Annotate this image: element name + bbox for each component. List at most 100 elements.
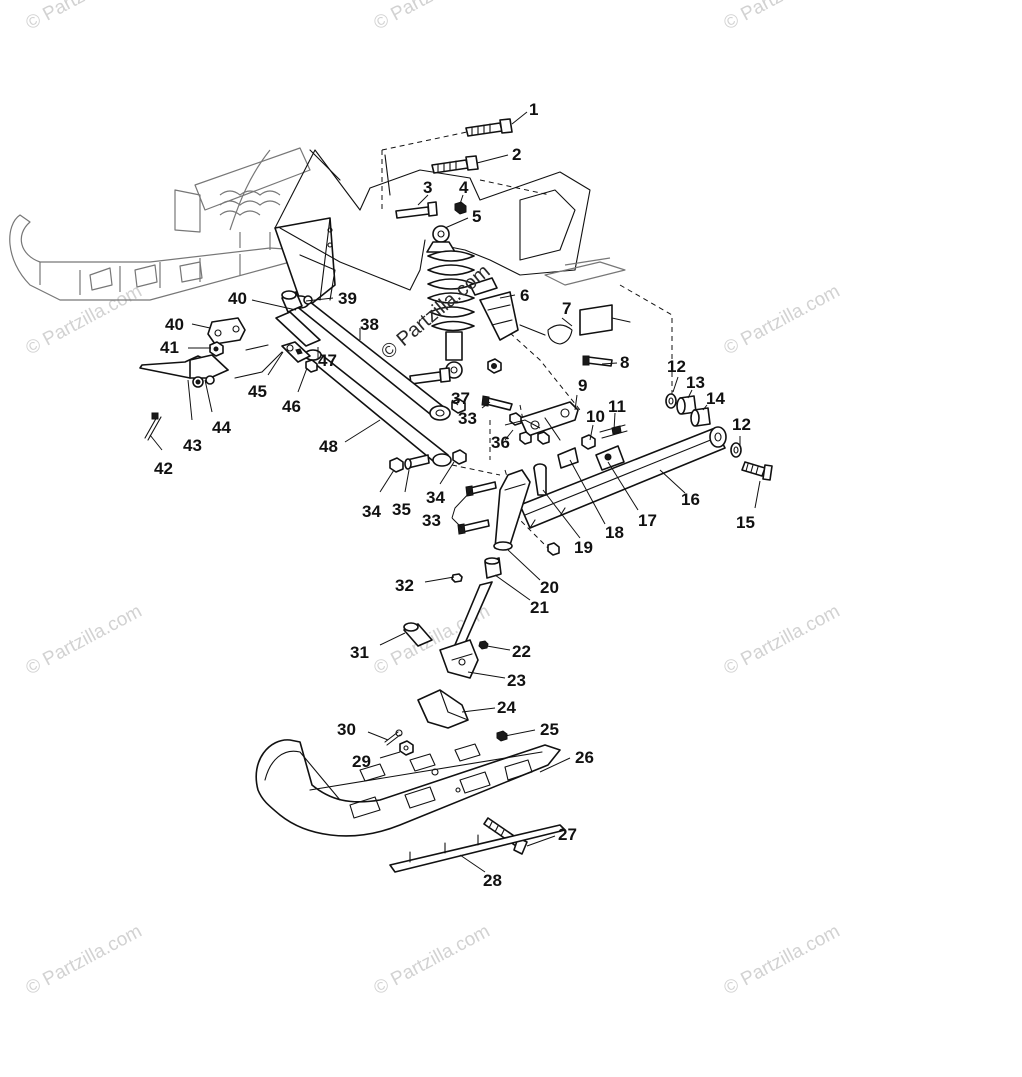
frame-rail-right [544, 257, 626, 286]
wear-bar-28 [389, 824, 566, 873]
callout-27: 27 [558, 825, 577, 844]
callout-37: 37 [451, 389, 470, 408]
frame-bulkhead [274, 149, 591, 306]
callout-6: 6 [520, 286, 529, 305]
watermark: © Partzilla.com [370, 0, 493, 34]
watermark-center: © Partzilla.com [377, 260, 494, 363]
callout-11: 11 [608, 397, 626, 416]
bolt-3-lower [409, 367, 451, 385]
leader-lines [149, 111, 761, 873]
callout-35: 35 [392, 500, 411, 519]
callout-15: 15 [736, 513, 755, 532]
nut-25 [496, 730, 508, 742]
bolt-8 [582, 355, 613, 367]
bolt-1 [465, 118, 513, 137]
callout-29: 29 [352, 752, 371, 771]
watermark: © Partzilla.com [720, 921, 843, 1000]
callout-12: 12 [667, 357, 686, 376]
callout-13: 13 [686, 373, 705, 392]
callout-7: 7 [562, 299, 571, 318]
callout-4: 4 [459, 178, 469, 197]
bolt-2 [431, 155, 479, 174]
callout-26: 26 [575, 748, 594, 767]
nut-22 [478, 640, 489, 650]
bolt-33-lower-b [457, 519, 490, 535]
watermark: © Partzilla.com [22, 601, 145, 680]
bracket-43-44 [139, 354, 229, 388]
washer-12-left [665, 393, 677, 409]
callout-12: 12 [732, 415, 751, 434]
pivot-45 [281, 341, 311, 363]
nut-34-right [452, 449, 467, 465]
watermark: © Partzilla.com [720, 281, 843, 360]
callout-32: 32 [395, 576, 414, 595]
background-ski-rear [9, 214, 301, 301]
bracket-17 [595, 445, 625, 471]
callout-43: 43 [183, 436, 202, 455]
pin-32 [451, 573, 463, 583]
radius-rod-48 [304, 349, 452, 467]
nut-41 [209, 341, 224, 357]
callout-33: 33 [422, 511, 441, 530]
bushing-21 [484, 557, 502, 579]
callout-40: 40 [165, 315, 184, 334]
callout-20: 20 [540, 578, 559, 597]
callout-40: 40 [228, 289, 247, 308]
callout-47: 47 [318, 351, 337, 370]
callout-10: 10 [586, 407, 605, 426]
watermark: © Partzilla.com [22, 0, 145, 34]
callout-23: 23 [507, 671, 526, 690]
washer-10 [581, 434, 596, 450]
bracket-18 [557, 447, 579, 469]
watermark: © Partzilla.com [720, 601, 843, 680]
bolt-33-upper [481, 395, 513, 411]
bolt-15 [741, 461, 773, 481]
watermark: © Partzilla.com [22, 921, 145, 1000]
callout-44: 44 [212, 418, 231, 437]
spindle-23 [439, 581, 493, 679]
bolt-11 [599, 424, 628, 439]
callout-28: 28 [483, 871, 502, 890]
callout-3: 3 [423, 178, 432, 197]
callout-41: 41 [160, 338, 179, 357]
bolt-35 [404, 454, 430, 470]
decal-7 [519, 304, 631, 345]
bushing-20 [493, 541, 560, 556]
bracket-9 [519, 401, 579, 441]
callout-34: 34 [362, 502, 381, 521]
saddle-24 [417, 689, 469, 729]
callout-21: 21 [530, 598, 549, 617]
callout-36: 36 [491, 433, 510, 452]
nuts-36 [504, 412, 550, 445]
bracket-6 [469, 277, 519, 341]
spindle-housing-19 [494, 463, 547, 549]
washer-12-right [730, 442, 742, 458]
callout-2: 2 [512, 145, 521, 164]
ski-26 [255, 739, 561, 837]
callout-labels: 1 2 3 4 5 6 7 8 9 10 11 12 13 14 12 15 1… [154, 100, 755, 890]
callout-45: 45 [248, 382, 267, 401]
callout-25: 25 [540, 720, 559, 739]
nut-34-left [389, 457, 404, 473]
bushing-14 [690, 407, 711, 427]
callout-42: 42 [154, 459, 173, 478]
callout-17: 17 [638, 511, 657, 530]
background-spring-rear [174, 147, 311, 250]
link-plate-40 [207, 317, 246, 345]
radius-arm-16 [519, 426, 727, 529]
bushing-39 [281, 290, 313, 313]
pin-31 [403, 622, 433, 647]
callout-5: 5 [472, 207, 481, 226]
callout-48: 48 [319, 437, 338, 456]
callout-9: 9 [578, 376, 587, 395]
bolt-33-lower-a [465, 481, 497, 497]
callout-39: 39 [338, 289, 357, 308]
nut-29 [399, 740, 414, 756]
callout-8: 8 [620, 353, 629, 372]
callout-18: 18 [605, 523, 624, 542]
callout-24: 24 [497, 698, 516, 717]
link-plate-47 [234, 311, 321, 379]
pin-42 [144, 412, 162, 441]
watermark: © Partzilla.com [720, 0, 843, 34]
